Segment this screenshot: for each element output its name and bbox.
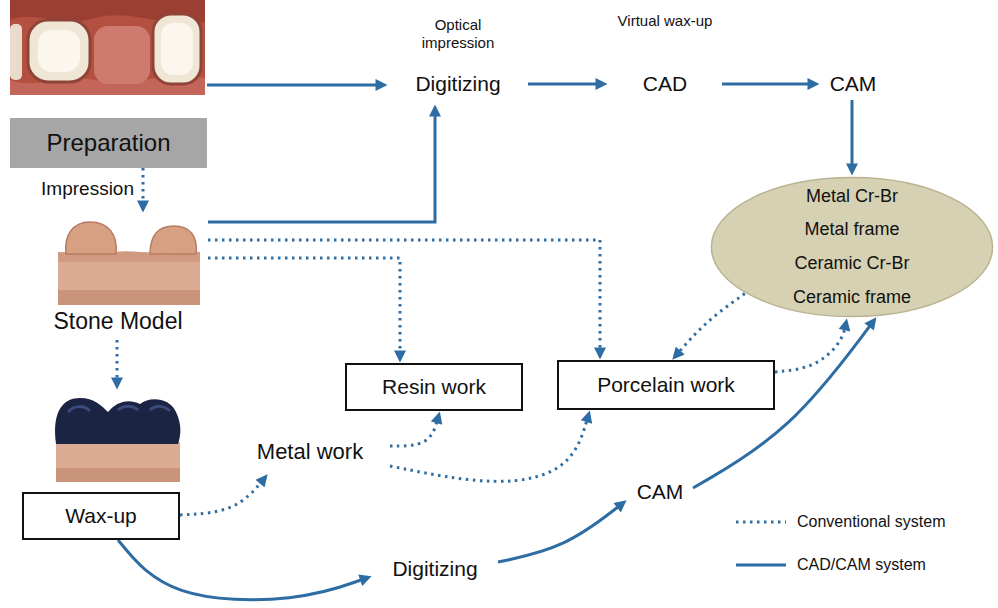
label-box: Wax-up (22, 492, 180, 540)
solid-arrow (118, 540, 366, 600)
product-item: Ceramic Cr-Br (795, 253, 910, 275)
wax-highlight (68, 406, 170, 412)
model-step: Stone Model (28, 213, 208, 340)
product-item: Ceramic frame (793, 287, 911, 309)
step-label: Virtual wax-up (618, 12, 713, 30)
dotted-arrow (208, 258, 400, 357)
dotted-arrow (676, 294, 745, 356)
step-box: Preparation (10, 2, 207, 168)
process-step: Metal work (230, 430, 390, 474)
legend-sample (735, 559, 787, 571)
solid-arrow (207, 84, 382, 87)
dotted-arrow (775, 324, 846, 372)
stone-shade (56, 468, 180, 482)
dotted-arrow (390, 417, 438, 446)
legend-item: CAD/CAM system (735, 554, 926, 576)
process-step: Virtual wax-upCAD (608, 4, 722, 104)
step-label: Digitizing (392, 556, 477, 581)
process-box: Resin work (345, 363, 523, 411)
step-label: CAD (643, 71, 687, 96)
step-label: Preparation (46, 129, 170, 158)
ellipse-shape (711, 177, 992, 316)
solid-arrow (528, 83, 602, 86)
gum-ridge (94, 26, 150, 84)
dotted-arrow (116, 340, 119, 384)
stone-die (150, 226, 196, 254)
dotted-arrow (390, 416, 588, 482)
process-step: Optical impressionDigitizing (388, 4, 528, 104)
legend-item: Conventional system (735, 511, 946, 533)
dotted-arrow (142, 168, 145, 207)
process-step: Digitizing (372, 552, 498, 586)
stone-die (66, 222, 117, 254)
label-box: Preparation (10, 118, 207, 168)
step-label: CAM (830, 71, 877, 96)
legend-sample (735, 516, 787, 528)
legend-text: Conventional system (797, 512, 946, 531)
process-step: CAM (627, 476, 693, 508)
product-ellipse: Metal Cr-BrMetal frameCeramic Cr-BrCeram… (710, 176, 994, 318)
tooth-highlight (38, 30, 80, 72)
product-item: Metal frame (804, 219, 899, 241)
wax-up-photo (55, 398, 180, 482)
legend-text: CAD/CAM system (797, 555, 926, 574)
process-box: Porcelain work (557, 360, 775, 410)
step-box: Wax-up (22, 390, 180, 540)
stone-base (56, 442, 180, 482)
process-step: CAM (820, 68, 886, 100)
stone-base (58, 252, 200, 305)
step-label: Optical impression (412, 16, 504, 52)
legend-line (736, 521, 786, 524)
stone-model-photo (58, 222, 200, 305)
preparation-photo (10, 0, 205, 95)
neighbor-tooth (10, 24, 22, 80)
step-label: Metal work (257, 439, 363, 465)
legend-line (736, 564, 786, 567)
solid-arrow (851, 100, 854, 170)
tooth-highlight (161, 23, 193, 75)
edge-label: Impression (39, 178, 136, 201)
step-label: Digitizing (415, 71, 500, 96)
prepared-tooth (153, 14, 201, 84)
dotted-arrow (208, 240, 600, 354)
product-item: Metal Cr-Br (806, 186, 898, 208)
connector-group (117, 84, 873, 600)
gum (10, 0, 205, 95)
solid-arrow (498, 504, 622, 562)
dotted-arrow (180, 479, 264, 515)
stone-shade (58, 290, 200, 305)
wax-bridge (55, 398, 180, 444)
prepared-tooth (28, 20, 90, 82)
step-label: Resin work (382, 374, 486, 399)
step-label: Porcelain work (597, 372, 735, 397)
step-label: Wax-up (65, 503, 137, 528)
solid-arrow (722, 83, 814, 86)
step-label: CAM (637, 479, 684, 504)
step-label: Stone Model (53, 308, 182, 336)
solid-arrow (208, 110, 435, 222)
